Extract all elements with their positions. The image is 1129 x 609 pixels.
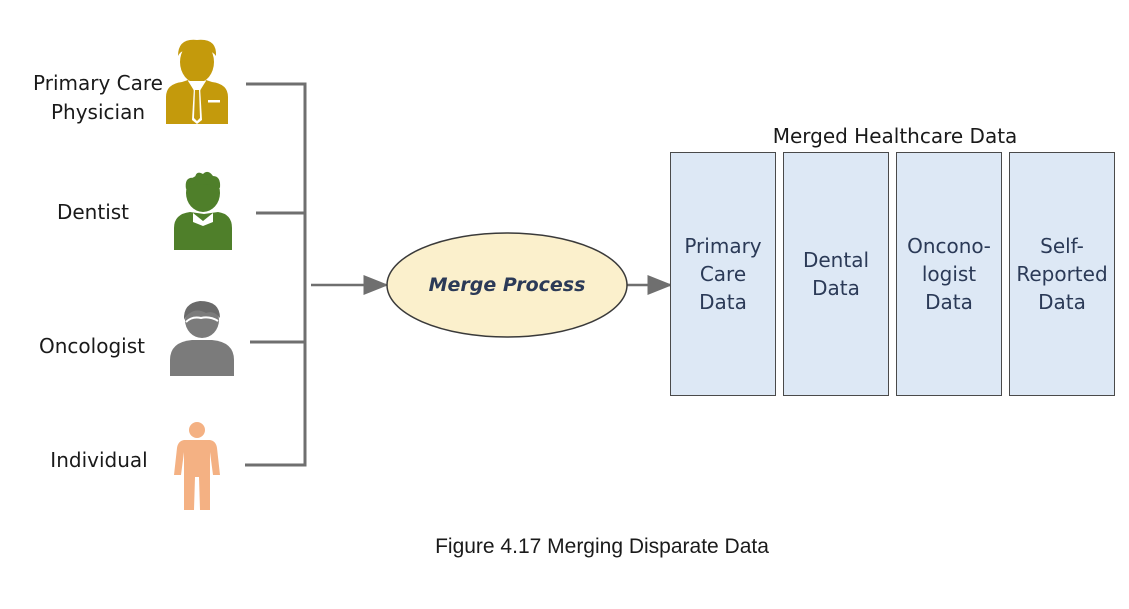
connector-lines <box>245 82 307 467</box>
data-column-label: Onconо- logist Data <box>907 234 991 314</box>
actor-label-dentist: Dentist <box>56 200 130 224</box>
data-column-primary-care: Primary Care Data <box>670 152 776 396</box>
data-column-label: Self- Reported Data <box>1016 234 1108 314</box>
figure-caption: Figure 4.17 Merging Disparate Data <box>435 535 769 558</box>
data-column-label: Dental Data <box>802 248 870 300</box>
merge-process-ellipse <box>386 232 628 338</box>
merge-process-label: Merge Process <box>428 274 586 296</box>
data-column-label: Primary Care Data <box>684 234 762 314</box>
individual-icon <box>174 422 220 510</box>
dentist-icon <box>174 171 232 250</box>
merged-data-title: Merged Healthcare Data <box>772 124 1018 148</box>
data-column-oncologist: Onconо- logist Data <box>896 152 1002 396</box>
actor-label-individual: Individual <box>50 448 148 472</box>
data-column-dental: Dental Data <box>783 152 889 396</box>
actor-label-physician: Primary Care Physician <box>33 71 163 124</box>
data-column-self-reported: Self- Reported Data <box>1009 152 1115 396</box>
actor-label-oncologist: Oncologist <box>39 334 145 358</box>
physician-icon <box>166 39 228 124</box>
oncologist-icon <box>170 301 234 376</box>
